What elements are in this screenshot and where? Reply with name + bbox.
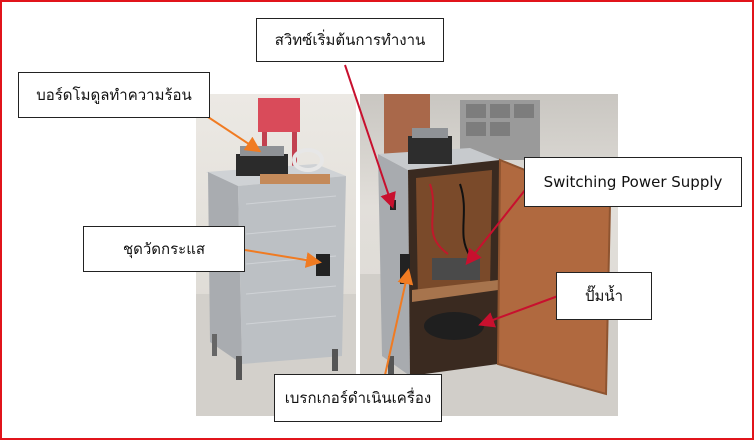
label-current: ชุดวัดกระแส: [83, 226, 245, 272]
arrow-current: [244, 249, 322, 268]
arrow-power-supply: [465, 179, 534, 266]
arrow-breaker: [384, 268, 414, 376]
label-breaker: เบรกเกอร์ดำเนินเครื่อง: [274, 374, 442, 422]
arrow-switch: [344, 64, 396, 209]
label-board: บอร์ดโมดูลทำความร้อน: [18, 72, 210, 118]
label-pump: ปั๊มน้ำ: [556, 272, 652, 320]
arrow-pump: [478, 295, 559, 328]
label-switch: สวิทซ์เริ่มต้นการทำงาน: [256, 18, 444, 62]
cabinet-open-photo: [360, 94, 618, 416]
label-power-supply: Switching Power Supply: [524, 157, 742, 207]
arrow-board: [204, 114, 262, 153]
